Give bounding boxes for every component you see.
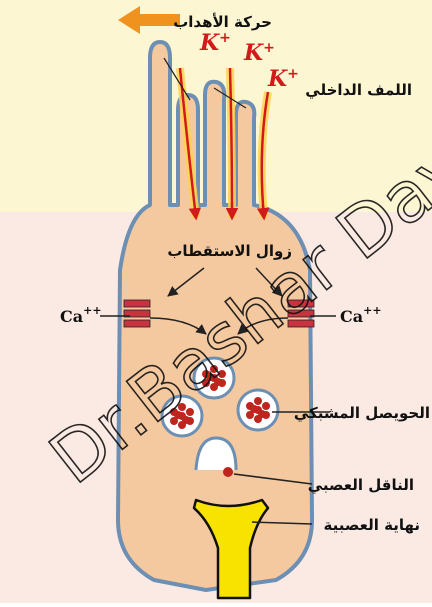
vesicle-dot <box>250 405 258 413</box>
neurotransmitter-label: الناقل العصبي <box>308 476 414 494</box>
vesicle-dot <box>262 402 270 410</box>
hair-movement-label: حركة الأهداب <box>173 13 272 31</box>
nerve-ending-label: نهاية العصبية <box>324 516 420 534</box>
calcium-channel-left <box>124 300 150 327</box>
vesicle-dot <box>258 410 266 418</box>
synaptic-vesicle-label: الحويصل المشبكي <box>294 404 430 422</box>
vesicle-dot <box>254 397 262 405</box>
synaptic-vesicle <box>238 390 278 430</box>
neurotransmitter-dot <box>223 467 233 477</box>
endolymph-label: اللمف الداخلي <box>305 81 412 99</box>
